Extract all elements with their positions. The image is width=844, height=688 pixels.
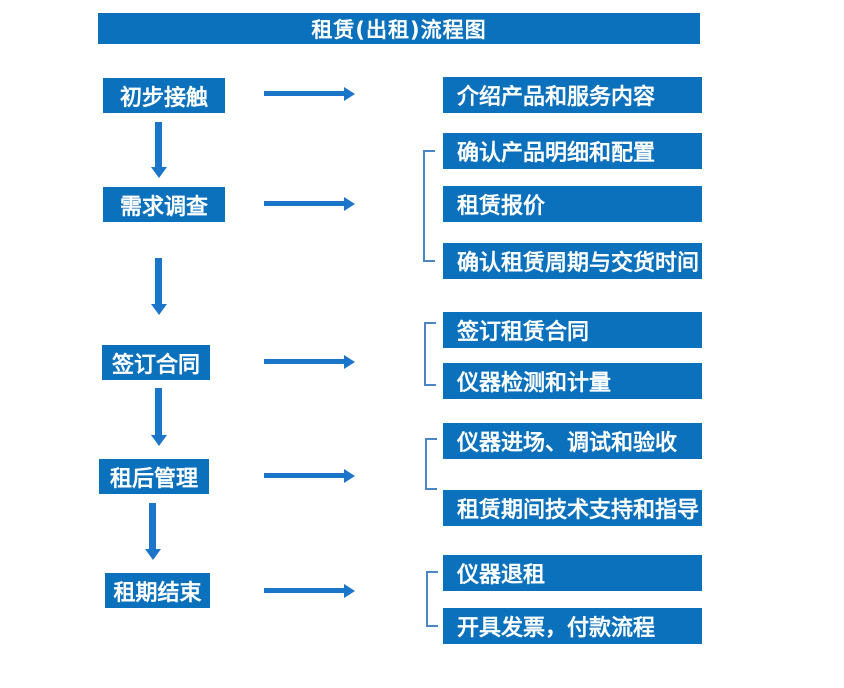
right-arrow-shaft	[264, 91, 344, 96]
down-arrow-head	[151, 304, 167, 315]
right-arrow-head	[344, 469, 355, 483]
down-arrow-icon	[151, 122, 167, 178]
step-box-initial-contact: 初步接触	[103, 78, 225, 113]
down-arrow-icon	[145, 503, 161, 560]
down-arrow-head	[145, 549, 161, 560]
detail-box-introduce-products: 介绍产品和服务内容	[443, 77, 702, 113]
detail-box-instrument-arrival-acceptance: 仪器进场、调试和验收	[443, 423, 702, 459]
down-arrow-shaft	[155, 258, 162, 304]
right-arrow-head	[344, 584, 355, 598]
detail-box-tech-support: 租赁期间技术支持和指导	[443, 490, 702, 526]
detail-box-rental-quote: 租赁报价	[443, 186, 702, 222]
right-arrow-icon	[264, 87, 355, 101]
detail-box-instrument-inspection: 仪器检测和计量	[443, 363, 702, 399]
down-arrow-icon	[151, 258, 167, 315]
group-bracket-sign-contract	[424, 322, 436, 386]
right-arrow-shaft	[264, 201, 344, 206]
down-arrow-head	[151, 435, 167, 446]
flowchart-title: 租赁(出租)流程图	[98, 13, 700, 44]
step-box-rental-end: 租期结束	[105, 573, 210, 608]
detail-box-instrument-return: 仪器退租	[443, 555, 702, 591]
group-bracket-post-rental	[425, 438, 437, 490]
down-arrow-shaft	[155, 388, 162, 435]
group-bracket-rental-end	[426, 571, 438, 627]
down-arrow-icon	[151, 388, 167, 446]
step-box-post-rental-management: 租后管理	[99, 459, 209, 494]
down-arrow-shaft	[149, 503, 156, 549]
detail-box-confirm-period-delivery: 确认租赁周期与交货时间	[443, 243, 702, 279]
right-arrow-icon	[264, 355, 355, 369]
down-arrow-head	[151, 167, 167, 178]
step-box-demand-survey: 需求调查	[103, 187, 225, 222]
step-box-sign-contract: 签订合同	[102, 345, 210, 380]
right-arrow-icon	[264, 584, 355, 598]
right-arrow-shaft	[264, 588, 344, 593]
detail-box-invoice-payment: 开具发票，付款流程	[443, 608, 702, 644]
right-arrow-icon	[264, 469, 355, 483]
right-arrow-head	[344, 355, 355, 369]
right-arrow-shaft	[264, 473, 344, 478]
right-arrow-icon	[264, 197, 355, 211]
down-arrow-shaft	[155, 122, 162, 167]
right-arrow-shaft	[264, 359, 344, 364]
detail-box-sign-rental-contract: 签订租赁合同	[443, 312, 702, 348]
right-arrow-head	[344, 87, 355, 101]
detail-box-confirm-product-config: 确认产品明细和配置	[443, 133, 702, 169]
right-arrow-head	[344, 197, 355, 211]
group-bracket-demand-survey	[423, 150, 435, 262]
